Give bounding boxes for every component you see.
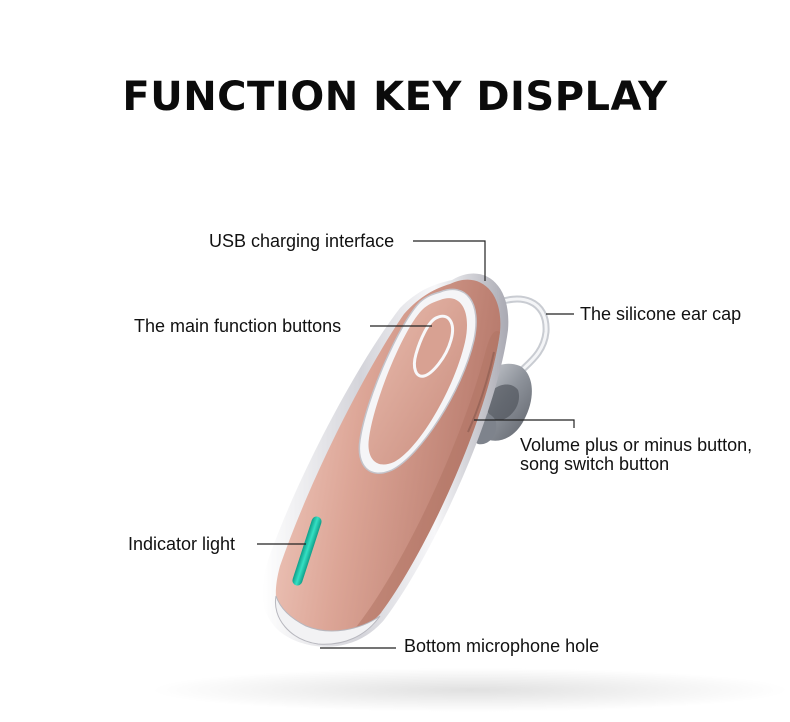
label-ear-cap: The silicone ear cap: [580, 304, 742, 324]
leader-lines: [257, 240, 575, 649]
headset-body: [262, 273, 509, 647]
label-usb-charging: USB charging interface: [209, 231, 395, 251]
label-volume-line2: song switch button: [520, 454, 670, 474]
label-volume-line1: Volume plus or minus button,: [520, 435, 753, 455]
leader-volume: [474, 419, 575, 428]
leader-usb: [413, 240, 486, 281]
label-main-function-buttons: The main function buttons: [134, 316, 342, 336]
page-title: FUNCTION KEY DISPLAY: [122, 74, 668, 120]
indicator-light: [292, 516, 322, 586]
floor-shadow: [150, 668, 790, 712]
label-microphone-hole: Bottom microphone hole: [404, 636, 600, 656]
label-volume-button: Volume plus or minus button, song switch…: [520, 436, 790, 474]
label-indicator-light: Indicator light: [128, 534, 236, 554]
